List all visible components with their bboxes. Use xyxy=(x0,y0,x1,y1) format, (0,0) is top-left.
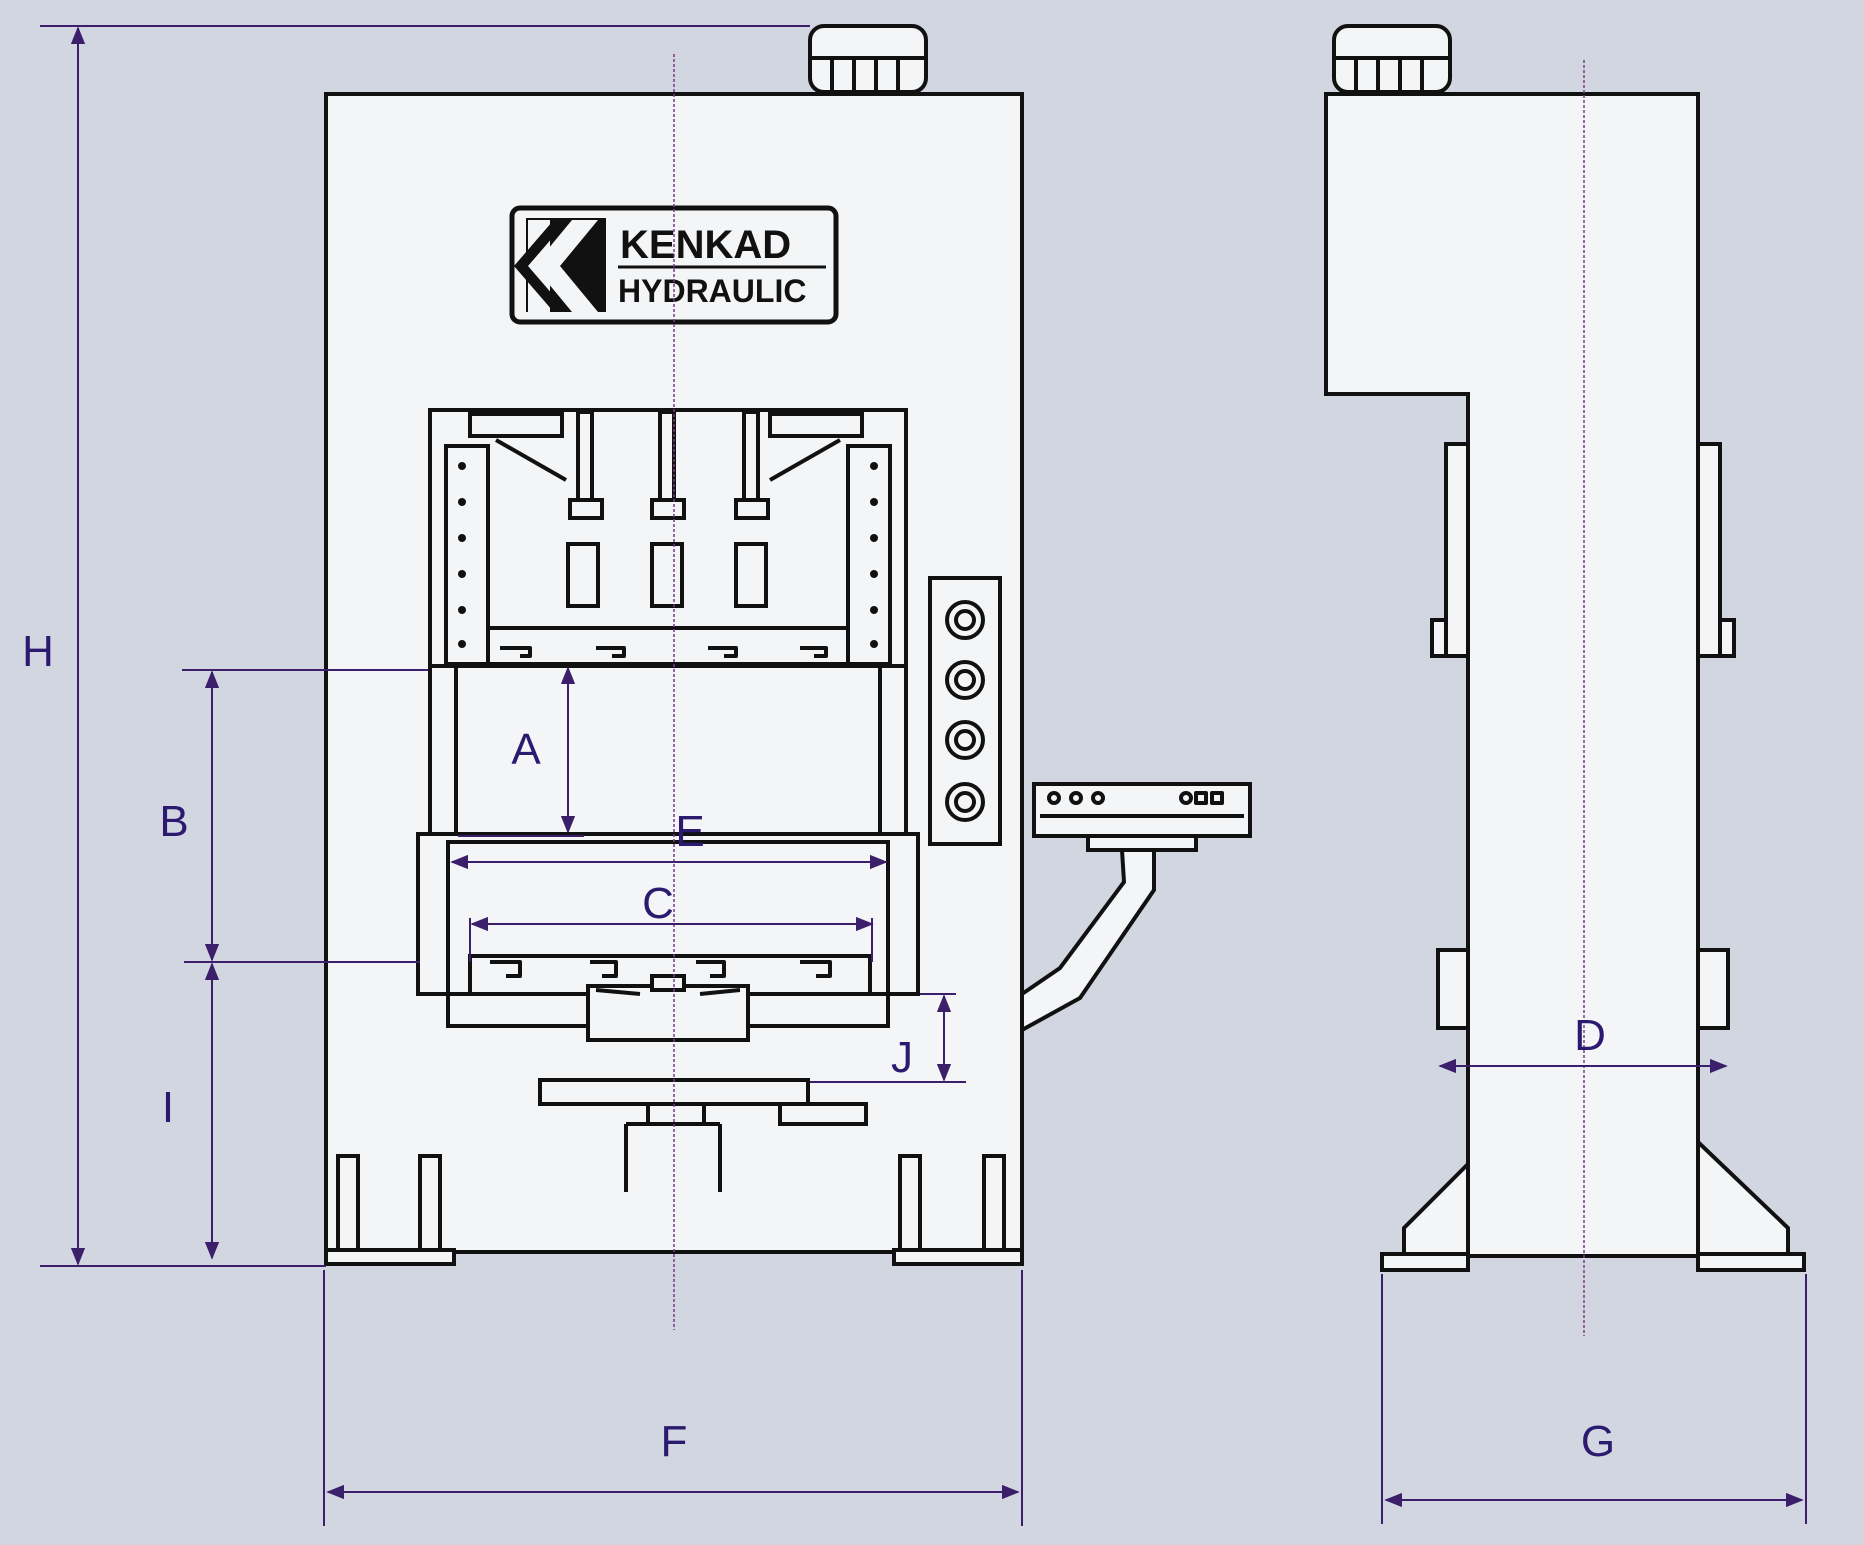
dimension-labels: H B I A E C J F D G xyxy=(22,627,1615,1466)
front-motor xyxy=(808,24,928,94)
ram-assembly xyxy=(428,408,908,838)
front-view: KENKAD HYDRAULIC xyxy=(324,24,1252,1330)
side-frame xyxy=(1324,92,1700,1258)
front-feet xyxy=(324,1154,1024,1266)
label-C: C xyxy=(642,879,674,928)
label-F: F xyxy=(661,1417,688,1466)
label-E: E xyxy=(675,807,704,856)
side-view xyxy=(1324,24,1806,1336)
label-I: I xyxy=(162,1083,174,1132)
label-H: H xyxy=(22,627,54,676)
label-J: J xyxy=(891,1033,913,1082)
logo-line2: HYDRAULIC xyxy=(618,273,806,309)
dimension-lines xyxy=(40,25,1807,1526)
label-G: G xyxy=(1581,1417,1615,1466)
label-B: B xyxy=(159,797,188,846)
label-D: D xyxy=(1574,1011,1606,1060)
label-A: A xyxy=(511,725,541,774)
button-panel xyxy=(928,576,1002,846)
pendant-control xyxy=(1020,782,1252,1034)
side-motor xyxy=(1332,24,1452,94)
bolster-table xyxy=(416,832,920,1042)
logo-line1: KENKAD xyxy=(620,223,791,267)
